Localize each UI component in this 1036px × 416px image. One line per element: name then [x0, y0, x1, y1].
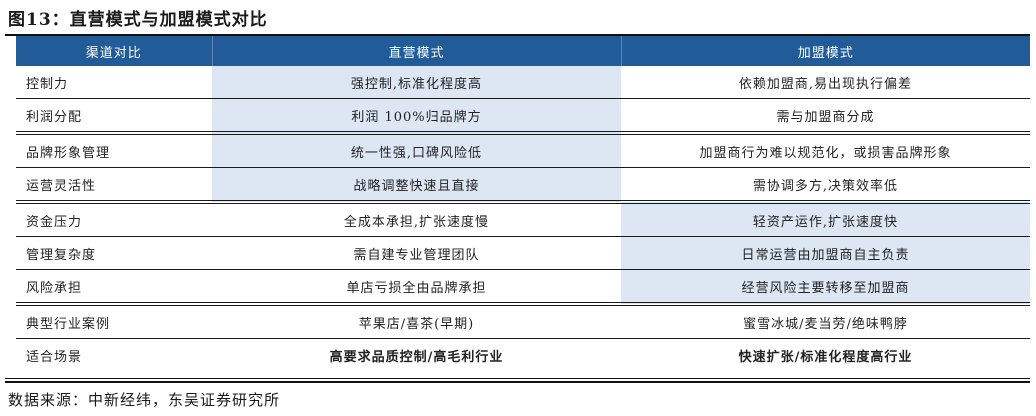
table-row: 运营灵活性 战略调整快速且直接 需协调多方,决策效率低 — [16, 167, 1030, 202]
row-label: 运营灵活性 — [16, 167, 212, 202]
direct-cell: 苹果店/喜茶(早期) — [212, 302, 621, 339]
table-row: 资金压力 全成本承担,扩张速度慢 轻资产运作,扩张速度快 — [16, 200, 1030, 237]
header-row: 渠道对比 直营模式 加盟模式 — [16, 36, 1030, 66]
row-label: 典型行业案例 — [16, 302, 212, 339]
franchise-cell: 快速扩张/标准化程度高行业 — [621, 338, 1030, 371]
direct-cell: 单店亏损全由品牌承担 — [212, 269, 621, 304]
source-note: 数据来源：中新经纬，东吴证券研究所 — [8, 391, 281, 409]
direct-cell: 统一性强,口碑风险低 — [212, 131, 621, 168]
row-label: 控制力 — [26, 76, 69, 92]
franchise-cell: 依赖加盟商,易出现执行偏差 — [738, 76, 913, 92]
row-label: 适合场景 — [16, 338, 212, 371]
direct-cell: 高要求品质控制/高毛利行业 — [212, 338, 621, 371]
header-direct: 直营模式 — [211, 36, 621, 66]
figure-title: 图13：直营模式与加盟模式对比 — [8, 10, 268, 30]
comparison-table: 渠道对比 直营模式 加盟模式 控制力 强控制,标准化程度高 依赖加盟商,易出现执… — [16, 36, 1030, 371]
header-franchise: 加盟模式 — [620, 36, 1030, 66]
header-channel: 渠道对比 — [16, 36, 212, 66]
table-row: 典型行业案例 苹果店/喜茶(早期) 蜜雪冰城/麦当劳/绝味鸭脖 — [16, 302, 1030, 339]
table-row: 品牌形象管理 统一性强,口碑风险低 加盟商行为难以规范化，或损害品牌形象 — [16, 131, 1030, 168]
row-label: 利润分配 — [16, 98, 212, 133]
row-label: 风险承担 — [16, 269, 212, 304]
franchise-cell: 加盟商行为难以规范化，或损害品牌形象 — [621, 131, 1030, 168]
top-rule — [5, 34, 1030, 36]
direct-cell: 需自建专业管理团队 — [212, 236, 621, 270]
row-label: 管理复杂度 — [16, 236, 212, 270]
franchise-cell: 轻资产运作,扩张速度快 — [621, 200, 1030, 237]
direct-cell: 强控制,标准化程度高 — [212, 66, 621, 99]
row-label: 品牌形象管理 — [16, 131, 212, 168]
franchise-cell: 日常运营由加盟商自主负责 — [621, 236, 1030, 270]
row-label: 资金压力 — [16, 200, 212, 237]
table-row: 管理复杂度 需自建专业管理团队 日常运营由加盟商自主负责 — [16, 236, 1030, 270]
franchise-cell: 需与加盟商分成 — [621, 98, 1030, 133]
franchise-cell: 经营风险主要转移至加盟商 — [621, 269, 1030, 304]
table-row: 控制力 强控制,标准化程度高 依赖加盟商,易出现执行偏差 — [16, 66, 1030, 99]
direct-cell: 战略调整快速且直接 — [212, 167, 621, 202]
direct-cell: 利润 100%归品牌方 — [212, 98, 621, 133]
table-row: 利润分配 利润 100%归品牌方 需与加盟商分成 — [16, 98, 1030, 133]
franchise-cell: 蜜雪冰城/麦当劳/绝味鸭脖 — [621, 302, 1030, 339]
direct-cell: 全成本承担,扩张速度慢 — [212, 200, 621, 237]
table-row: 适合场景 高要求品质控制/高毛利行业 快速扩张/标准化程度高行业 — [16, 338, 1030, 371]
table-row: 风险承担 单店亏损全由品牌承担 经营风险主要转移至加盟商 — [16, 269, 1030, 304]
bottom-rule — [5, 378, 1030, 383]
franchise-cell: 需协调多方,决策效率低 — [621, 167, 1030, 202]
